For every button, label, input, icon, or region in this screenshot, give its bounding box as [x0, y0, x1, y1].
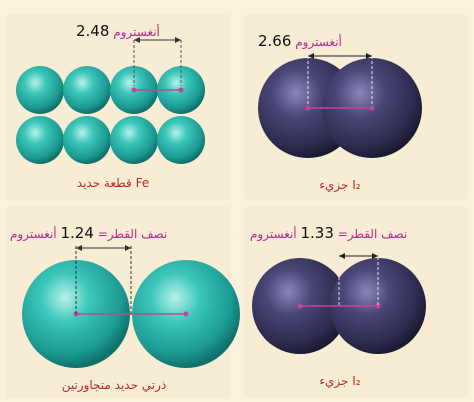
iron-lattice	[16, 37, 205, 164]
iron-atom	[63, 66, 111, 114]
iron-solid-caption: قطعة حديد Fe	[58, 176, 168, 190]
iron-pair-caption-text: ذرتي حديد متجاورتين	[61, 378, 167, 392]
iodine-pair-radius-prefix: نصف القطر=	[337, 227, 408, 241]
iron-pair-radius-value: 1.24	[60, 224, 94, 242]
iron-atom	[157, 116, 205, 164]
iodine-pair-radius-value: 1.33	[300, 224, 334, 242]
iron-pair	[22, 245, 240, 368]
iodine-pair-caption: جزيء I₂	[300, 374, 380, 388]
iron-pair-radius-unit: أنغستروم	[10, 227, 57, 241]
iodine-molecule-symbol: I₂	[352, 178, 361, 192]
iodine-molecule-distance-label: 2.66 أنغستروم	[258, 32, 342, 50]
iodine-molecule-caption-text: جزيء	[319, 178, 349, 192]
iron-solid-distance-label: 2.48 أنغستروم	[76, 22, 160, 40]
iodine-pair-radius-label: نصف القطر= 1.33 أنغستروم	[250, 224, 407, 242]
iron-pair-caption: ذرتي حديد متجاورتين	[44, 378, 184, 392]
iodine-molecule-distance-unit: أنغستروم	[295, 35, 342, 49]
iron-pair-radius-label: نصف القطر= 1.24 أنغستروم	[10, 224, 167, 242]
iron-solid-distance-value: 2.48	[76, 22, 110, 40]
iron-pair-radius-prefix: نصف القطر=	[97, 227, 168, 241]
iron-solid-distance-unit: أنغستروم	[113, 25, 160, 39]
iodine-molecule-distance-value: 2.66	[258, 32, 292, 50]
iodine-molecule	[258, 53, 422, 158]
iron-solid-caption-text: قطعة حديد	[76, 176, 132, 190]
iron-atom	[16, 116, 64, 164]
iodine-pair-caption-text: جزيء	[319, 374, 349, 388]
iron-atom	[63, 116, 111, 164]
iodine-pair-symbol: I₂	[352, 374, 361, 388]
iodine-pair	[252, 252, 426, 354]
iron-atom	[110, 116, 158, 164]
iron-atom	[16, 66, 64, 114]
iodine-pair-radius-unit: أنغستروم	[250, 227, 297, 241]
iodine-molecule-caption: جزيء I₂	[300, 178, 380, 192]
iron-solid-symbol: Fe	[135, 176, 150, 190]
